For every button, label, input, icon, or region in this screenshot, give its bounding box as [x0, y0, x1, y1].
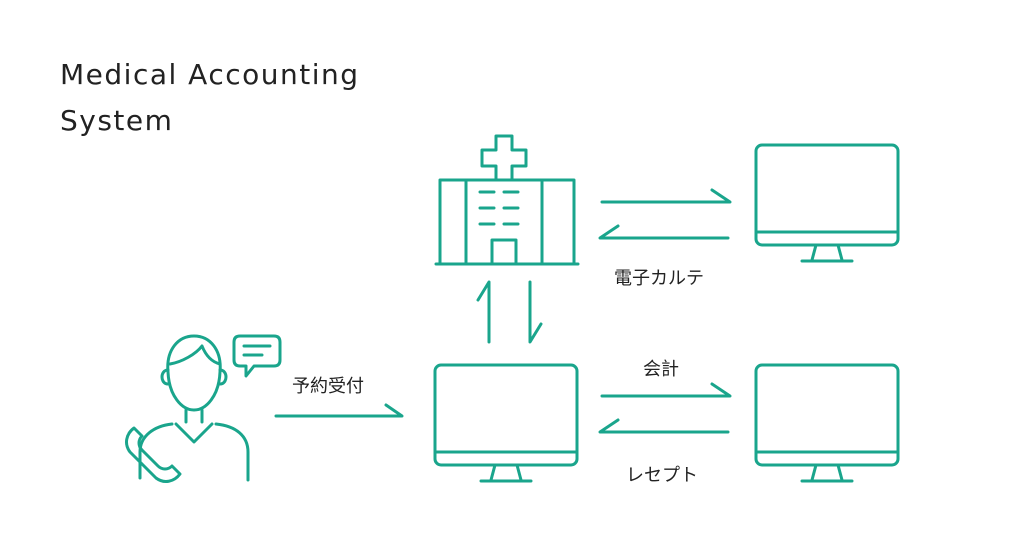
- receipt-label: レセプト: [626, 465, 698, 486]
- monitor-icon: [754, 363, 900, 483]
- chat-bubble-icon: [232, 334, 282, 378]
- hospital-icon: [434, 134, 580, 266]
- hospital-center-arrows: [476, 280, 543, 344]
- title-line-1: Medical Accounting: [60, 58, 360, 91]
- karte-label: 電子カルテ: [614, 268, 704, 289]
- karte-exchange-arrows: [598, 188, 732, 240]
- person-phone-icon: [125, 334, 250, 483]
- reservation-label: 予約受付: [292, 376, 364, 397]
- reservation-arrow: [274, 403, 404, 418]
- monitor-icon: [433, 363, 579, 483]
- accounting-exchange-arrows: [598, 382, 732, 434]
- diagram-title: Medical Accounting System: [60, 52, 360, 144]
- accounting-label: 会計: [643, 359, 679, 380]
- monitor-icon: [754, 143, 900, 263]
- title-line-2: System: [60, 104, 174, 137]
